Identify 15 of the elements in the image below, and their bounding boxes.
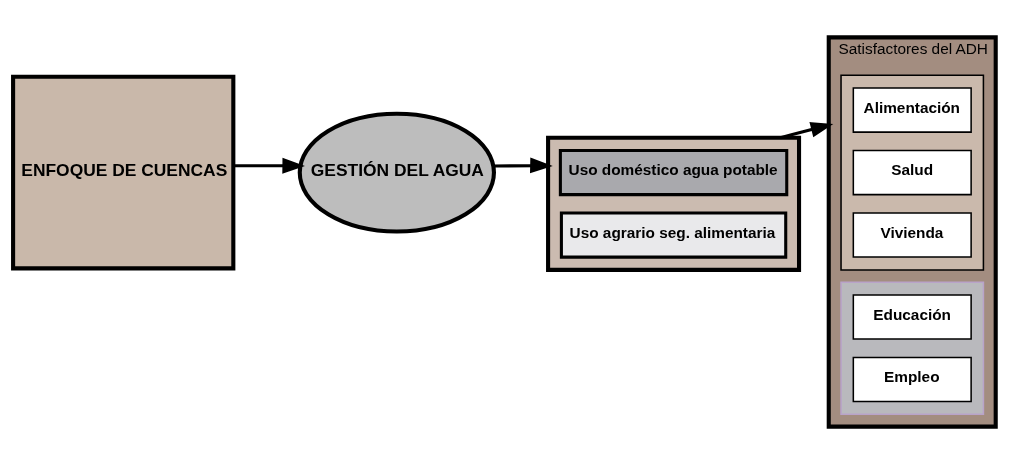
node-box: Salud	[852, 149, 972, 195]
cluster	[839, 74, 984, 271]
node-box: Empleo	[852, 356, 972, 402]
arrow	[779, 121, 833, 139]
node-box: Alimentación	[852, 86, 972, 133]
node-box: Educación	[852, 293, 972, 340]
node-box: ENFOQUE DE CUENCAS	[10, 74, 235, 270]
node-box: Vivienda	[852, 211, 972, 258]
node-box: Uso doméstico agua potable	[558, 148, 788, 196]
cluster	[839, 280, 984, 415]
arrow	[493, 157, 553, 173]
cluster	[545, 135, 801, 272]
arrow	[233, 157, 305, 174]
node-ellipse: GESTIÓN DEL AGUA	[297, 111, 496, 234]
node-box: Uso agrario seg. alimentaria	[559, 211, 787, 259]
